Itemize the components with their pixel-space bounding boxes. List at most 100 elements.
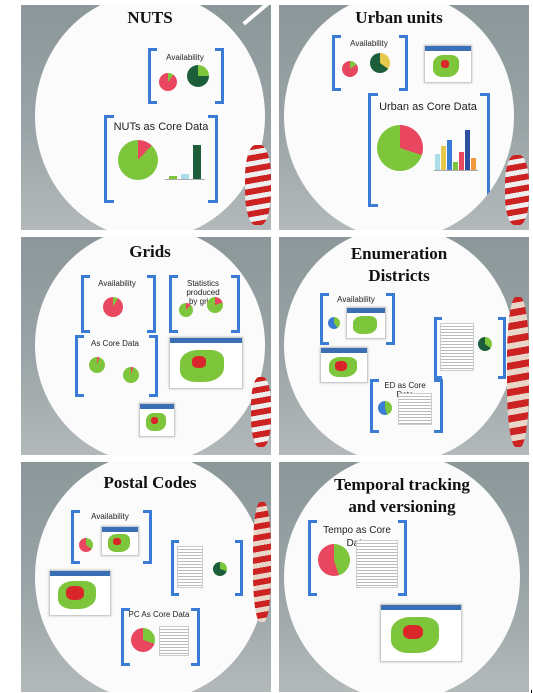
bracket-right [231, 275, 240, 333]
chart-bar [471, 158, 476, 170]
panel-circle: Temporal tracking and versioning Tempo a… [284, 462, 520, 692]
bracket-right [208, 115, 218, 203]
decor-figure [253, 502, 271, 622]
bracket-right [498, 317, 506, 379]
panel-title: NUTS [127, 8, 173, 27]
bracket-left [121, 608, 130, 666]
bracket-left [368, 93, 378, 207]
chart-bar [181, 174, 189, 179]
panel-circle: Enumeration Districts Availability ED as… [284, 237, 514, 455]
bar-chart [434, 128, 478, 171]
bracket-right [149, 335, 158, 397]
panel-title: Temporal tracking and versioning [334, 475, 470, 516]
panel-circle: NUTS Availability NUTs as Core Data [35, 5, 265, 230]
table-document [177, 546, 203, 588]
panel-grids: Grids Availability Statistics produced b… [21, 237, 271, 455]
bracket-left [370, 379, 379, 433]
bracket-left [75, 335, 84, 397]
bracket-right [399, 35, 408, 91]
bracket-right [434, 379, 443, 433]
bracket-left [308, 520, 317, 596]
panel-title: Urban units [355, 8, 443, 27]
core-data-label: PC As Core Data [128, 610, 190, 619]
panel-nuts: NUTS Availability NUTs as Core Data [21, 5, 271, 230]
map-thumbnail [346, 307, 386, 339]
pie-chart [342, 61, 358, 77]
bar-chart [165, 143, 205, 180]
panel-title: Postal Codes [103, 473, 197, 492]
decor-figure [505, 155, 529, 225]
chart-bar [435, 154, 440, 170]
map-thumbnail [320, 347, 368, 383]
pie-chart [118, 140, 158, 180]
pie-chart [131, 628, 155, 652]
core-data-label: As Core Data [90, 339, 140, 348]
availability-label: Availability [166, 53, 204, 62]
availability-label: Availability [337, 295, 375, 304]
pie-chart [123, 367, 139, 383]
table-document [440, 323, 474, 371]
chart-bar [453, 162, 458, 170]
availability-label: Availability [350, 39, 388, 48]
pie-chart [377, 125, 423, 171]
bracket-left [332, 35, 341, 91]
bracket-left [171, 540, 179, 596]
panel-temporal: Temporal tracking and versioning Tempo a… [279, 462, 529, 692]
text-document [398, 393, 432, 425]
pie-chart [159, 73, 177, 91]
pie-chart [328, 317, 340, 329]
pie-chart [79, 538, 93, 552]
chart-bar [447, 140, 452, 170]
text-document [159, 626, 189, 656]
bracket-right [215, 48, 224, 104]
map-thumbnail [380, 604, 462, 662]
bracket-left [434, 317, 442, 379]
core-data-label: NUTs as Core Data [113, 121, 209, 133]
chart-bar [465, 130, 470, 170]
chart-bar [441, 146, 446, 170]
decor-figure [507, 297, 529, 447]
bracket-right [147, 275, 156, 333]
panel-title: Grids [129, 242, 171, 261]
pie-chart [207, 297, 223, 313]
map-thumbnail [139, 403, 175, 437]
pie-chart [89, 357, 105, 373]
pie-chart [187, 65, 209, 87]
chart-bar [459, 152, 464, 170]
bracket-right [480, 93, 490, 207]
pie-chart [478, 337, 492, 351]
bracket-left [81, 275, 90, 333]
bracket-left [71, 510, 80, 564]
panel-enum: Enumeration Districts Availability ED as… [279, 237, 529, 455]
bracket-left [169, 275, 178, 333]
bracket-right [143, 510, 152, 564]
bracket-right [398, 520, 407, 596]
pie-chart [318, 544, 350, 576]
separator-line [531, 690, 532, 693]
map-thumbnail [169, 337, 243, 389]
map-thumbnail [49, 570, 111, 616]
availability-label: Availability [98, 279, 136, 288]
pie-chart [103, 297, 123, 317]
bracket-left [320, 293, 329, 345]
pie-chart [378, 401, 392, 415]
bracket-right [235, 540, 243, 596]
chart-bar [193, 145, 201, 179]
pie-chart [370, 53, 390, 73]
decor-figure [245, 145, 271, 225]
pie-chart [213, 562, 227, 576]
panel-postal: Postal Codes Availability PC As Core Dat… [21, 462, 271, 692]
pie-chart [179, 303, 193, 317]
map-thumbnail [424, 45, 472, 83]
bracket-right [191, 608, 200, 666]
panel-circle: Postal Codes Availability PC As Core Dat… [35, 462, 265, 692]
panel-circle: Grids Availability Statistics produced b… [35, 237, 265, 455]
bracket-left [104, 115, 114, 203]
availability-label: Availability [91, 512, 129, 521]
decor-figure [251, 377, 271, 447]
chart-bar [169, 176, 177, 179]
bracket-right [386, 293, 395, 345]
bracket-left [148, 48, 157, 104]
panel-title: Enumeration Districts [350, 244, 448, 285]
panel-circle: Urban units Availability Urban as Core D… [284, 5, 514, 230]
